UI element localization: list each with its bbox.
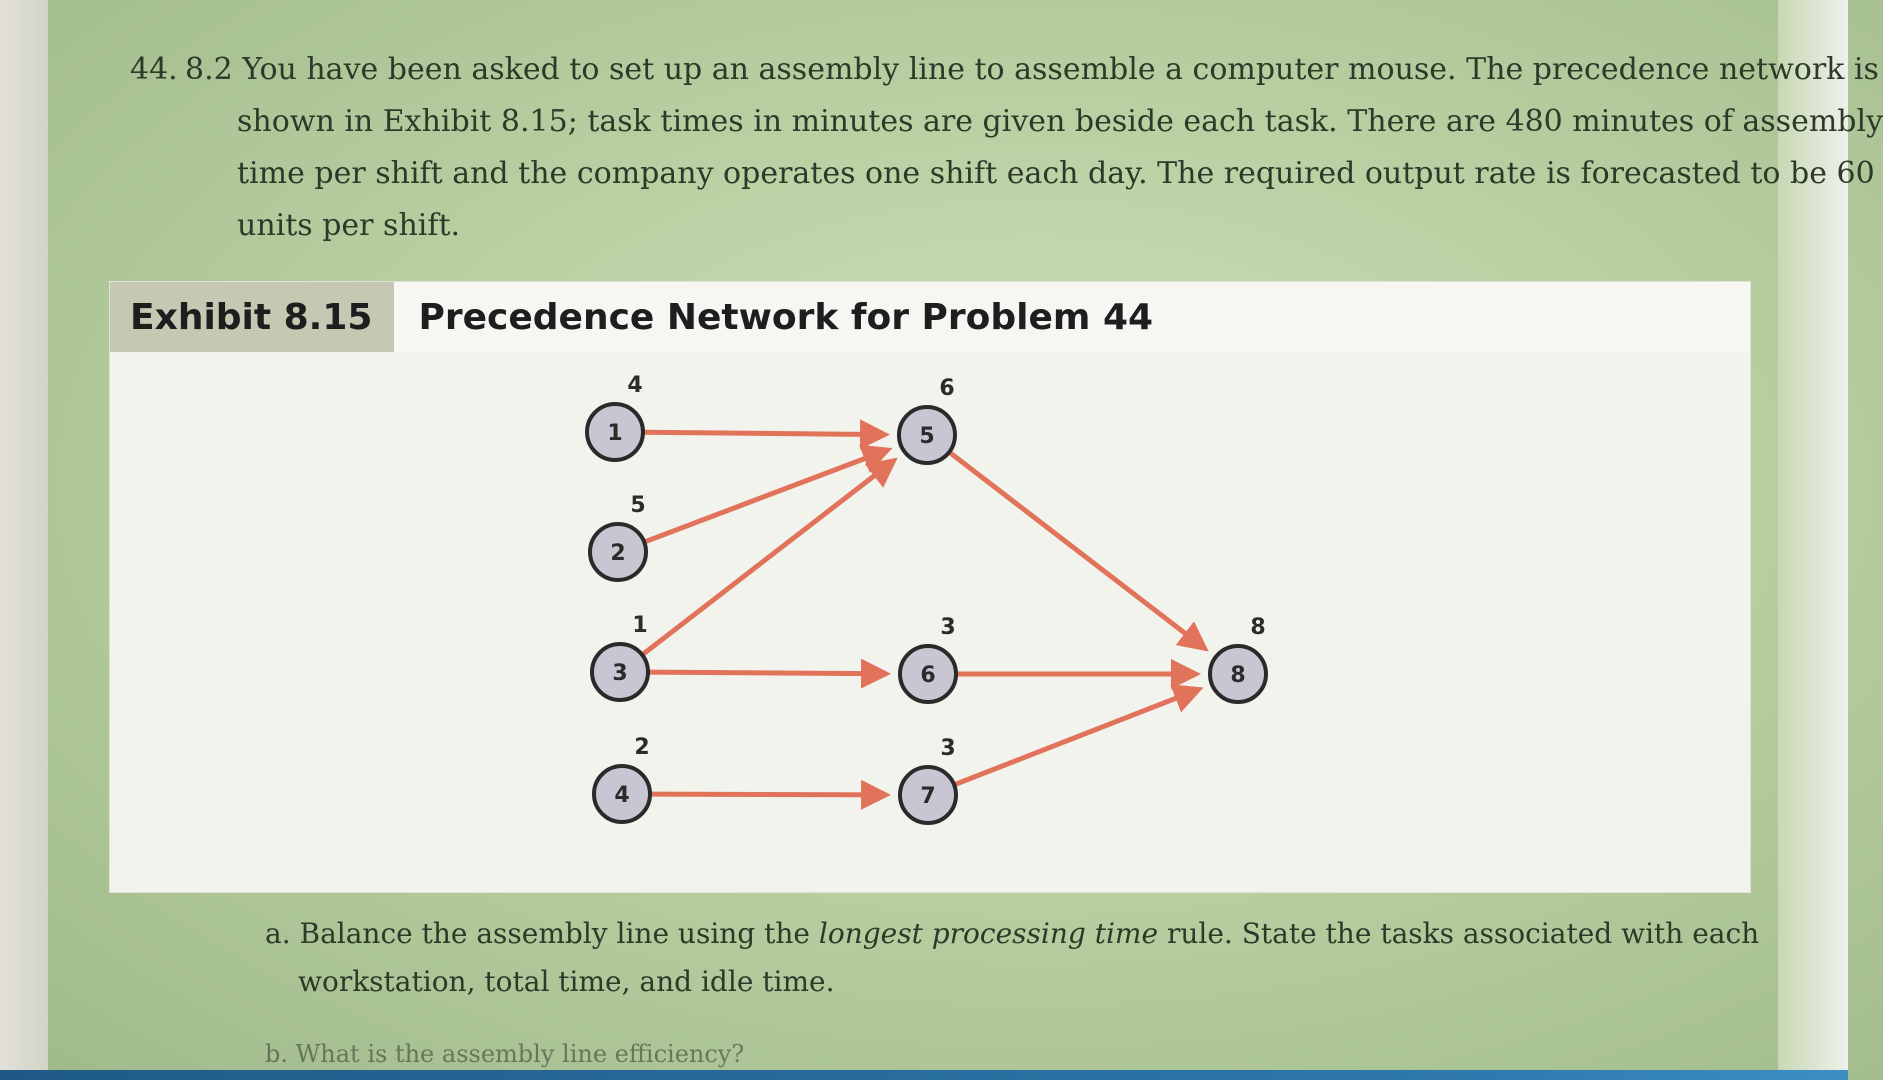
task-node-6 bbox=[898, 644, 958, 704]
screen-bottom-bar bbox=[0, 1070, 1848, 1080]
exhibit-title: Precedence Network for Problem 44 bbox=[418, 296, 1154, 338]
screen-bezel-left bbox=[0, 0, 48, 1080]
task-node-label-3: 3 bbox=[612, 661, 627, 686]
task-node-label-8: 8 bbox=[1230, 663, 1245, 688]
edge-1-to-5 bbox=[642, 419, 891, 450]
problem-number: 44. bbox=[130, 52, 178, 87]
exhibit-label: Exhibit 8.15 bbox=[110, 282, 395, 352]
problem-line-1: 8.2 You have been asked to set up an ass… bbox=[185, 52, 1879, 87]
task-time-label-6: 3 bbox=[940, 615, 955, 640]
task-node-label-7: 7 bbox=[920, 784, 935, 809]
question-a-italic: longest processing time bbox=[818, 917, 1159, 950]
task-node-label-5: 5 bbox=[919, 424, 934, 449]
task-node-7 bbox=[898, 765, 958, 825]
screen-bezel-right bbox=[1778, 0, 1848, 1080]
task-node-8 bbox=[1208, 644, 1268, 704]
task-time-label-8: 8 bbox=[1250, 615, 1265, 640]
edge-3-to-6 bbox=[647, 658, 892, 689]
problem-line-2: shown in Exhibit 8.15; task times in min… bbox=[237, 104, 1883, 139]
task-node-label-4: 4 bbox=[614, 783, 629, 808]
task-node-4 bbox=[592, 764, 652, 824]
problem-line-4: units per shift. bbox=[237, 208, 461, 243]
question-a-line-2: workstation, total time, and idle time. bbox=[298, 965, 835, 998]
edge-2-to-5 bbox=[643, 444, 893, 545]
task-time-label-3: 1 bbox=[632, 613, 647, 638]
task-node-3 bbox=[590, 642, 650, 702]
question-a-prefix: a. Balance the assembly line using the bbox=[265, 917, 819, 950]
edge-5-to-8 bbox=[947, 450, 1209, 652]
task-node-label-6: 6 bbox=[920, 663, 935, 688]
task-time-label-2: 5 bbox=[630, 493, 645, 518]
edge-7-to-8 bbox=[953, 684, 1204, 788]
question-b: b. What is the assembly line efficiency? bbox=[265, 1040, 745, 1068]
question-a-line-1: a. Balance the assembly line using the l… bbox=[265, 910, 1759, 958]
task-node-1 bbox=[585, 402, 645, 462]
exhibit-header: Exhibit 8.15 Precedence Network for Prob… bbox=[110, 282, 1153, 352]
problem-statement: 44. 8.2 You have been asked to set up an… bbox=[130, 44, 1883, 252]
task-node-2 bbox=[588, 522, 648, 582]
problem-line-3: time per shift and the company operates … bbox=[237, 156, 1875, 191]
task-time-label-5: 6 bbox=[939, 376, 954, 401]
task-time-label-7: 3 bbox=[940, 736, 955, 761]
edge-3-to-5 bbox=[640, 457, 898, 657]
question-a-suffix: rule. State the tasks associated with ea… bbox=[1158, 917, 1760, 950]
task-time-label-1: 4 bbox=[627, 373, 642, 398]
edge-4-to-7 bbox=[649, 779, 892, 810]
task-node-label-2: 2 bbox=[610, 541, 625, 566]
task-node-label-1: 1 bbox=[607, 421, 622, 446]
task-node-5 bbox=[897, 405, 957, 465]
edges-layer bbox=[640, 419, 1209, 810]
task-time-label-4: 2 bbox=[634, 735, 649, 760]
